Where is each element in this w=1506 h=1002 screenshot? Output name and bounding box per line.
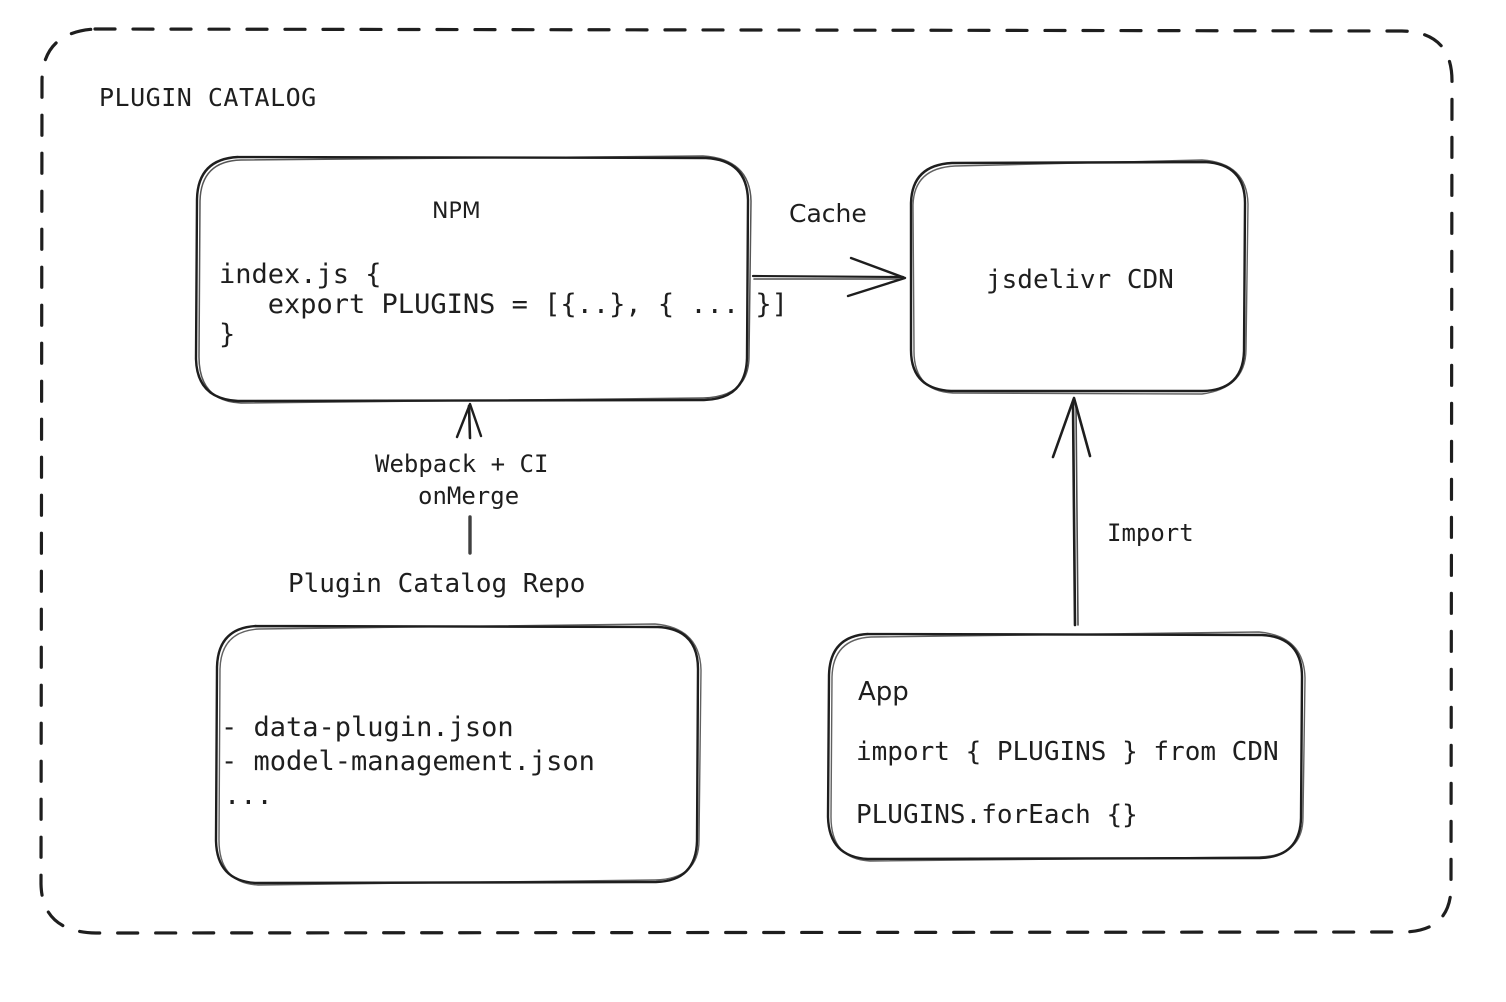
npm-title: NPM	[432, 199, 481, 224]
import-edge-label: Import	[1107, 519, 1194, 547]
npm-code-line-3: }	[219, 319, 236, 350]
build-edge-label-line1: Webpack + CI	[375, 450, 549, 478]
build-edge-label-line2: onMerge	[418, 482, 520, 510]
import-arrow-shaft-2	[1075, 403, 1079, 626]
app-foreach-line: PLUGINS.forEach {}	[856, 800, 1138, 830]
cache-arrow-head	[846, 256, 907, 298]
app-title: App	[858, 677, 909, 707]
repo-file-item-1: - data-plugin.json	[221, 712, 514, 743]
import-arrow-head	[1051, 396, 1092, 459]
cache-edge-label: Cache	[789, 199, 867, 228]
npm-code-line-1: index.js {	[219, 259, 382, 290]
app-import-line: import { PLUGINS } from CDN	[856, 737, 1279, 767]
repo-file-item-3: ...	[224, 780, 273, 811]
npm-code-line-2: export PLUGINS = [{..}, { ... }]	[219, 289, 788, 320]
cache-arrow-shaft	[751, 274, 905, 279]
build-arrow-shaft	[467, 404, 472, 440]
frame-title: PLUGIN CATALOG	[99, 83, 317, 112]
repo-caption: Plugin Catalog Repo	[288, 569, 586, 599]
build-arrow-head	[455, 402, 483, 439]
cdn-title: jsdelivr CDN	[986, 265, 1174, 295]
import-arrow-shaft	[1071, 400, 1077, 627]
repo-file-item-2: - model-management.json	[221, 746, 595, 777]
